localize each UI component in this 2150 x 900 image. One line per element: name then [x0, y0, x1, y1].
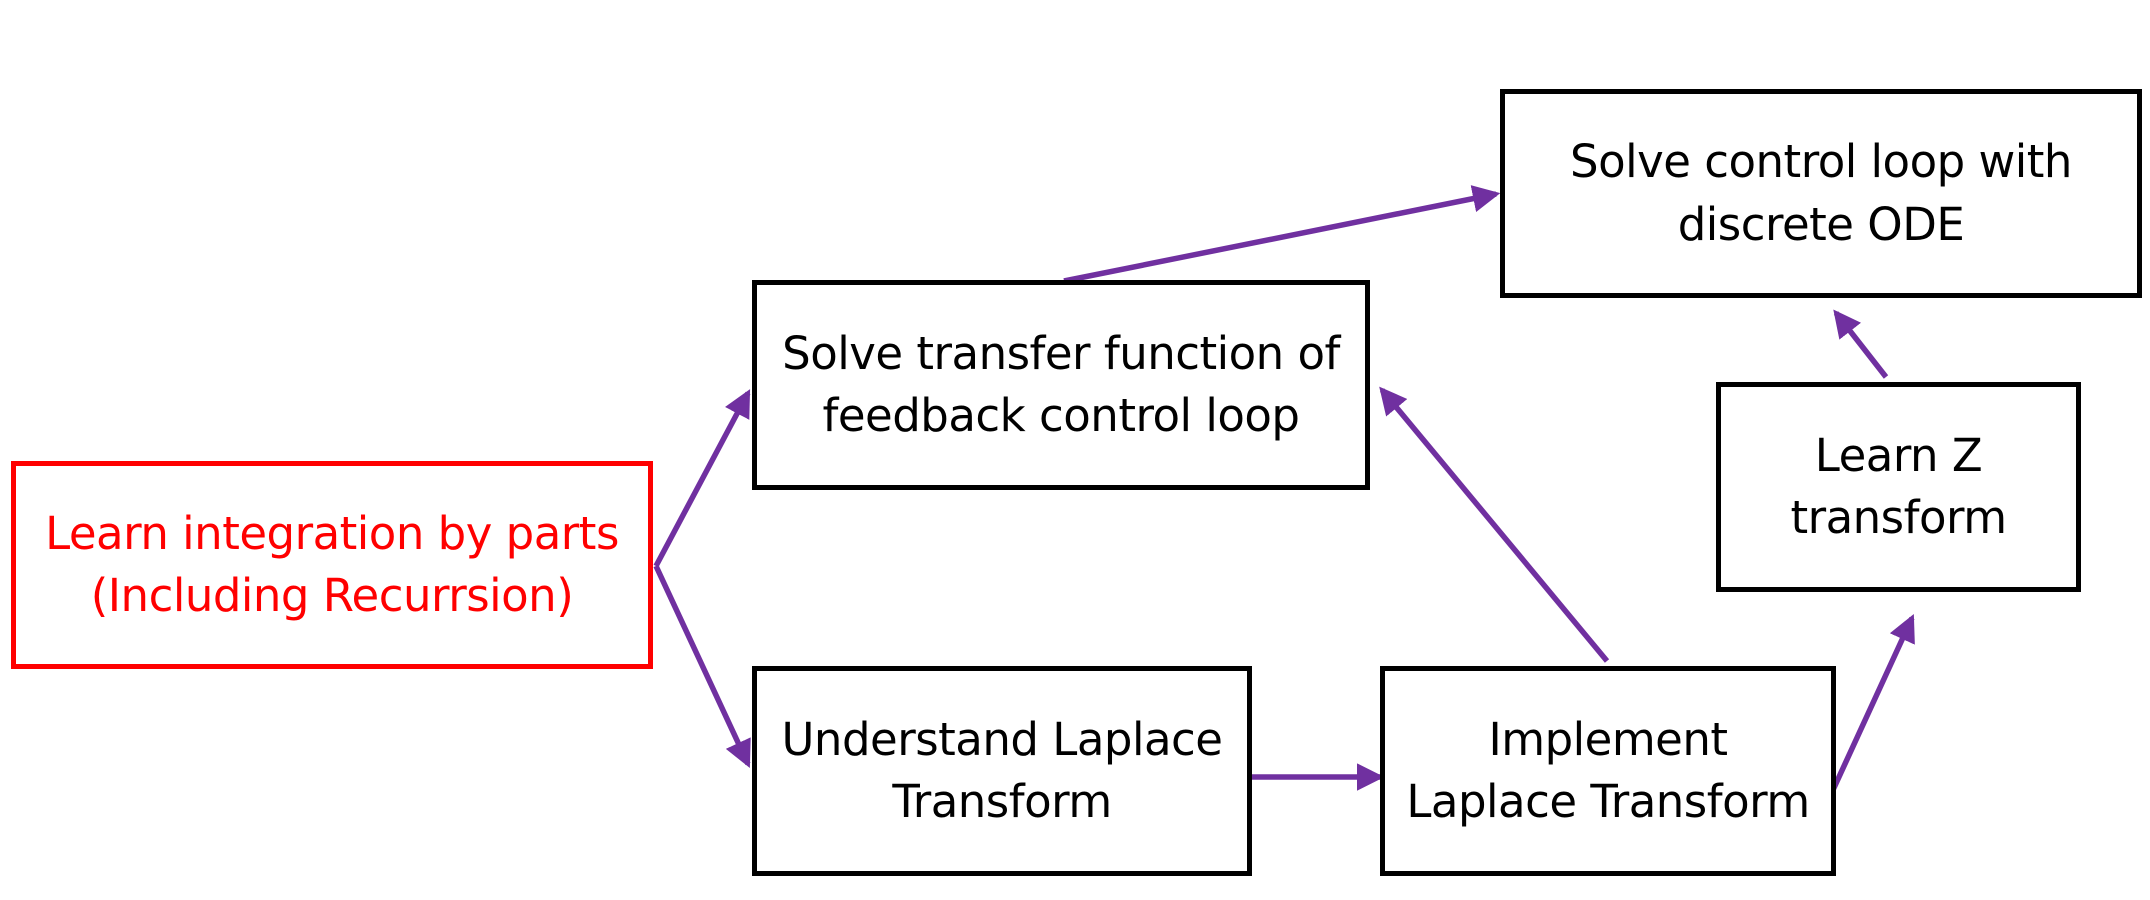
edge-learn-z-to-discrete-ode	[1833, 309, 1889, 379]
node-label-line-2: Laplace Transform	[1406, 775, 1810, 828]
node-label-line-2: discrete ODE	[1677, 197, 1965, 251]
edge-integration-to-understand-laplace	[653, 564, 751, 768]
node-label-line-2: transform	[1790, 491, 2007, 544]
edge-integration-to-transfer-function	[653, 389, 751, 568]
node-solve-transfer-function: Solve transfer function of feedback cont…	[752, 280, 1370, 490]
node-learn-z-transform: Learn Z transform	[1716, 382, 2081, 592]
node-label-line-1: Implement	[1488, 712, 1728, 766]
node-label-line-2: feedback control loop	[822, 389, 1300, 442]
node-label-line-2: Transform	[892, 775, 1112, 828]
node-learn-integration-by-parts: Learn integration by parts (Including Re…	[11, 461, 653, 669]
node-label-line-2: (Including Recurrsion)	[90, 569, 574, 622]
node-implement-laplace-transform: Implement Laplace Transform	[1380, 666, 1836, 876]
node-label-line-1: Solve transfer function of	[782, 326, 1340, 380]
edge-transfer-function-to-discrete-ode	[1063, 185, 1501, 284]
node-solve-control-loop-discrete-ode: Solve control loop with discrete ODE	[1500, 89, 2142, 298]
edge-implement-laplace-to-transfer-function	[1379, 386, 1610, 663]
node-understand-laplace-transform: Understand Laplace Transform	[752, 666, 1252, 876]
node-label-line-1: Learn integration by parts	[45, 506, 619, 560]
node-label-line-1: Learn Z	[1814, 428, 1983, 482]
node-label-line-1: Understand Laplace	[781, 712, 1223, 766]
edge-implement-laplace-to-learn-z	[1830, 614, 1915, 792]
node-label-line-1: Solve control loop with	[1570, 135, 2072, 189]
